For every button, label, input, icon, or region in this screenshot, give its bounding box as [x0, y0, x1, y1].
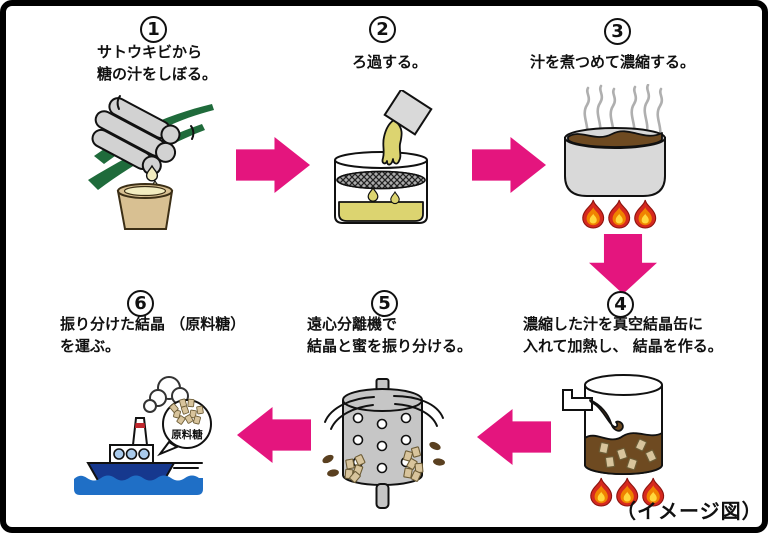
funnel — [131, 417, 149, 446]
step1-caption-line1: サトウキビから — [97, 43, 203, 61]
molasses-droplets — [322, 441, 445, 477]
inlet-pipe — [562, 389, 593, 411]
spin-motion-arcs — [324, 395, 444, 430]
step3-caption: 汁を煮つめて濃縮する。 — [530, 52, 695, 74]
sea-water — [74, 475, 203, 495]
filtering-illustration — [334, 90, 433, 224]
sugarcane-pressing-illustration — [88, 95, 214, 230]
step6-number: 6 — [127, 290, 154, 317]
syrup-stream — [589, 399, 624, 432]
step4-caption: 濃縮した汁を真空結晶缶に 入れて加熱し、 結晶を作る。 — [523, 314, 723, 358]
arrow-step2-to-step3 — [472, 137, 546, 193]
smoke-cloud — [143, 376, 189, 413]
step5-caption-line2: 結晶と蜜を振り分ける。 — [307, 336, 473, 355]
image-note: （イメージ図） — [616, 499, 763, 523]
arrow-step3-to-step4 — [589, 234, 657, 294]
step4-caption-line2: 入れて加熱し、 結晶を作る。 — [523, 336, 723, 355]
juice-bucket — [116, 183, 174, 230]
arrow-step4-to-step5 — [477, 409, 551, 465]
pour-stream — [381, 119, 403, 166]
step2-caption-line1: ろ過する。 — [352, 53, 428, 71]
vacuum-pan — [584, 374, 663, 475]
raw-sugar-bubble: 原料糖 — [157, 398, 212, 457]
step3-number: 3 — [604, 18, 631, 45]
boiling-pot-illustration — [564, 84, 666, 229]
raw-sugar-label: 原料糖 — [171, 428, 203, 441]
cargo-ship-illustration: 原料糖 — [74, 376, 212, 495]
arrow-step1-to-step2 — [236, 137, 310, 193]
filter-vessel — [334, 151, 428, 224]
step5-number: 5 — [371, 290, 398, 317]
filtered-juice — [338, 201, 424, 222]
speed-lines — [173, 462, 203, 469]
pouring-cup — [383, 90, 433, 136]
step5-caption: 遠心分離機で 結晶と蜜を振り分ける。 — [307, 314, 472, 358]
step6-caption-line2: を運ぶ。 — [60, 336, 121, 355]
step6-caption: 振り分けた結晶 （原料糖） を運ぶ。 — [60, 314, 245, 358]
flames — [582, 199, 657, 229]
step1-caption: サトウキビから 糖の汁をしぼる。 — [97, 42, 217, 86]
step5-caption-line1: 遠心分離機で — [307, 315, 398, 333]
step3-caption-line1: 汁を煮つめて濃縮する。 — [530, 53, 696, 71]
vacuum-crystallizer-illustration — [562, 374, 665, 507]
bottom-shaft — [375, 483, 390, 509]
step4-number: 4 — [607, 291, 634, 318]
step1-caption-line2: 糖の汁をしぼる。 — [97, 64, 218, 83]
step4-caption-line1: 濃縮した汁を真空結晶缶に — [523, 315, 704, 333]
step2-caption: ろ過する。 — [352, 52, 427, 74]
funnel-stripe — [135, 423, 146, 428]
step2-number: 2 — [369, 16, 396, 43]
step6-caption-line1: 振り分けた結晶 （原料糖） — [60, 315, 246, 333]
step1-number: 1 — [140, 16, 167, 43]
sugarcane-bundle — [88, 95, 214, 190]
boiling-syrup — [567, 130, 663, 148]
centrifuge-illustration — [322, 378, 445, 509]
cooking-pot — [564, 127, 666, 197]
